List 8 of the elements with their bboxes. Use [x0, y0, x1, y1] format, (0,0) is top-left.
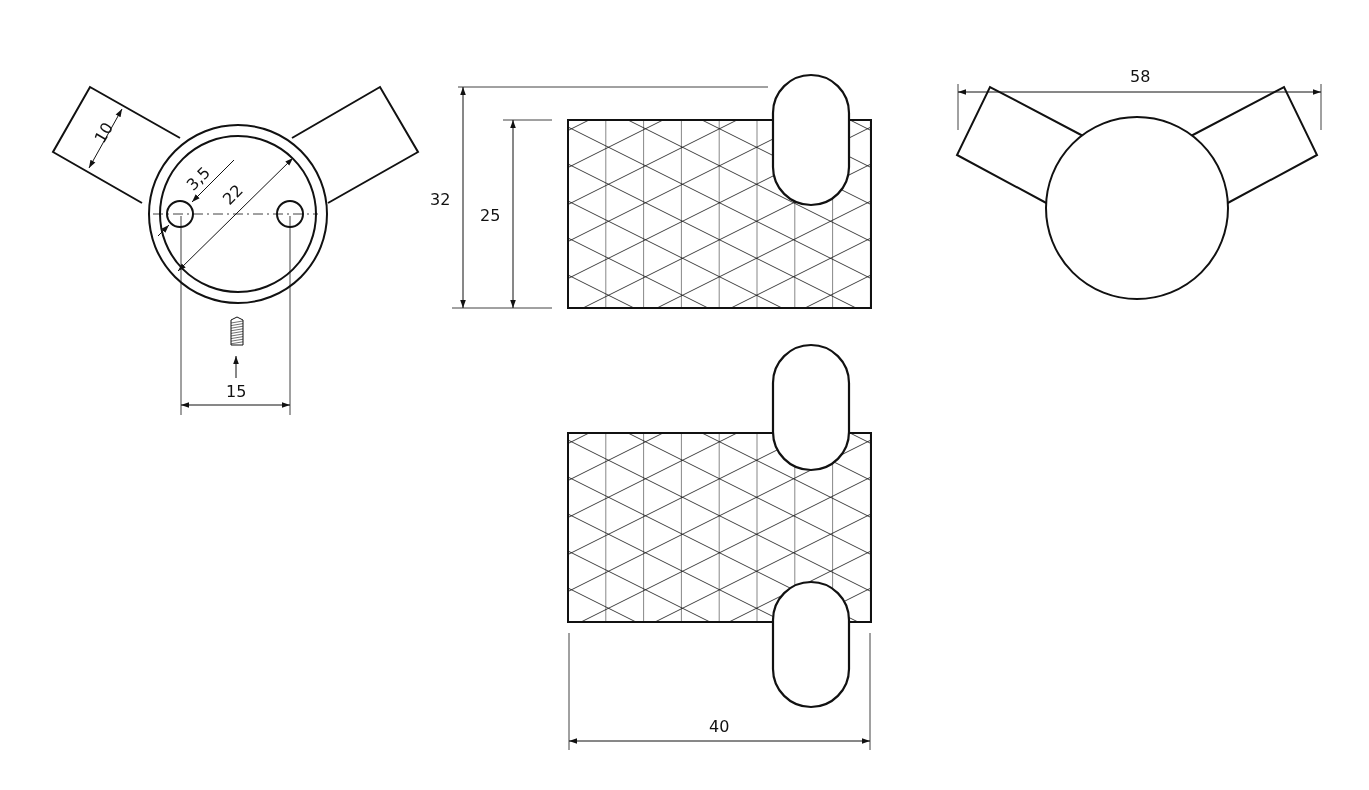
dimension-value: 15	[226, 384, 247, 400]
dimension-value: 58	[1130, 69, 1151, 85]
dimension-value: 40	[709, 719, 730, 735]
dimension-value: 22	[220, 182, 247, 208]
dimension-value: 25	[480, 208, 501, 224]
dimension-value: 3,5	[183, 164, 213, 194]
dimension-value: 10	[92, 120, 117, 146]
dimension-value: 32	[430, 192, 451, 208]
